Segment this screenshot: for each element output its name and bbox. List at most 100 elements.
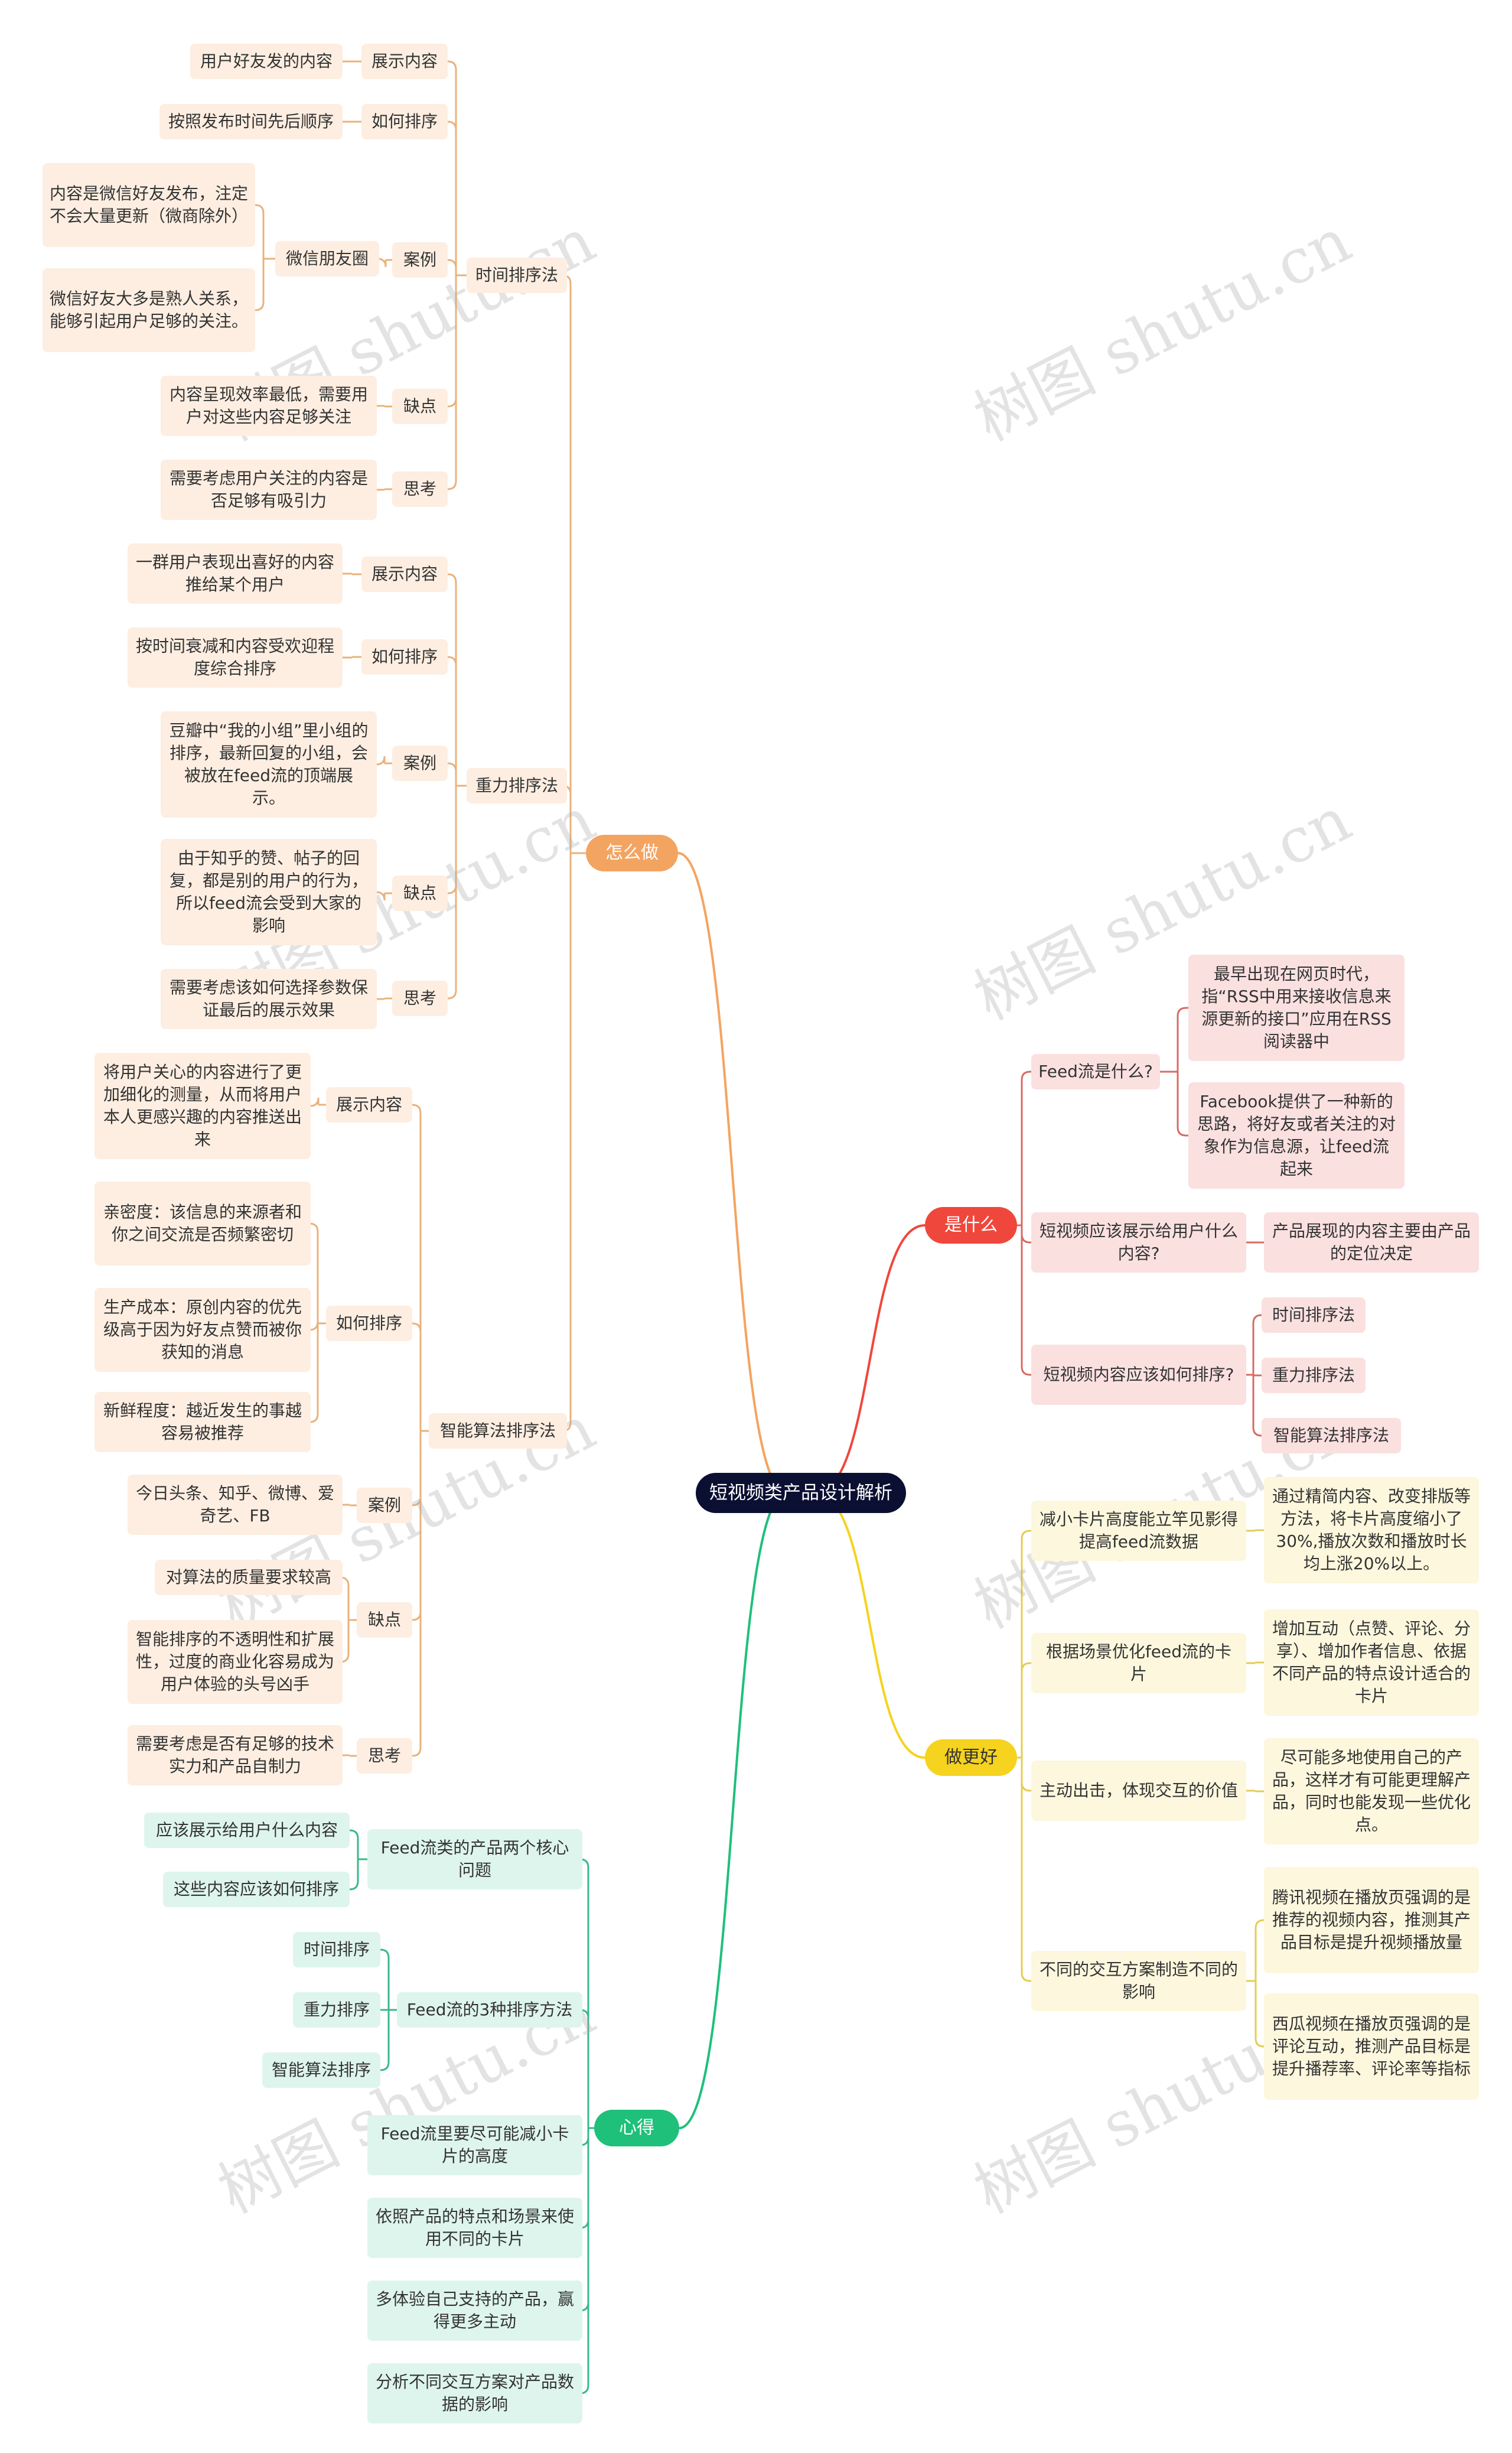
insight-k2-answer3[interactable]: 智能算法排序 (262, 2052, 380, 2088)
connector (376, 756, 386, 766)
gravity-sort-show-text[interactable]: 一群用户表现出喜好的内容推给某个用户 (128, 544, 343, 604)
better-p2-answer[interactable]: 增加互动（点赞、评论、分享）、增加作者信息、依据不同产品的特点设计适合的卡片 (1264, 1609, 1479, 1716)
algo-sort-order-label[interactable]: 如何排序 (326, 1306, 412, 1341)
time-sort-weak-label[interactable]: 缺点 (392, 389, 448, 424)
time-sort-weak-text[interactable]: 内容呈现效率最低，需要用户对这些内容足够关注 (161, 376, 377, 436)
insight-k5[interactable]: 多体验自己支持的产品，赢得更多主动 (367, 2280, 582, 2341)
time-sort-case-sub[interactable]: 微信朋友圈 (275, 241, 379, 276)
algo-sort-order-text3[interactable]: 新鲜程度：越近发生的事越容易被推荐 (94, 1392, 311, 1452)
gravity-sort-show-label[interactable]: 展示内容 (361, 557, 448, 592)
connector (447, 762, 457, 786)
branch-insight[interactable]: 心得 (594, 2110, 679, 2146)
better-p1-answer[interactable]: 通过精简内容、改变排版等方法，将卡片高度缩小了30%,播放次数和播放时长均上涨2… (1264, 1477, 1479, 1583)
what-q1[interactable]: Feed流是什么? (1031, 1054, 1160, 1089)
better-p4[interactable]: 不同的交互方案制造不同的影响 (1031, 1951, 1246, 2011)
gravity-sort-weak-label[interactable]: 缺点 (392, 876, 448, 911)
what-q2-answer[interactable]: 产品展现的内容主要由产品的定位决定 (1264, 1212, 1479, 1273)
connector (380, 2010, 390, 2071)
connector (447, 573, 457, 786)
what-q3-answer3[interactable]: 智能算法排序法 (1262, 1418, 1401, 1453)
connector (447, 656, 457, 786)
insight-k1-answer1[interactable]: 应该展示给用户什么内容 (144, 1813, 350, 1848)
algo-sort-show-text[interactable]: 将用户关心的内容进行了更加细化的测量，从而将用户本人更感兴趣的内容推送出来 (94, 1053, 311, 1159)
algo-sort-weak-label[interactable]: 缺点 (357, 1602, 412, 1638)
algo-sort-think-text[interactable]: 需要考虑是否有足够的技术实力和产品自制力 (128, 1725, 343, 1785)
time-sort-think-label[interactable]: 思考 (392, 471, 448, 507)
insight-k2[interactable]: Feed流的3种排序方法 (397, 1992, 582, 2028)
time-sort-case-label[interactable]: 案例 (392, 242, 448, 278)
what-q3-answer1[interactable]: 时间排序法 (1262, 1297, 1366, 1333)
what-q3[interactable]: 短视频内容应该如何排序? (1031, 1345, 1246, 1405)
insight-k2-answer1[interactable]: 时间排序 (293, 1932, 380, 1967)
better-p1[interactable]: 减小卡片高度能立竿见影得提高feed流数据 (1031, 1501, 1246, 1561)
time-sort-think-text[interactable]: 需要考虑用户关注的内容是否足够有吸引力 (161, 460, 377, 520)
connector (447, 121, 457, 275)
insight-k1-answer2[interactable]: 这些内容应该如何排序 (163, 1872, 350, 1907)
algo-sort-case-text[interactable]: 今日头条、知乎、微博、爱奇艺、FB (128, 1475, 343, 1535)
time-sort-case-text2[interactable]: 微信好友大多是熟人关系，能够引起用户足够的关注。 (43, 268, 255, 352)
connector (1021, 1071, 1031, 1225)
connector (562, 853, 572, 1432)
connector (447, 786, 457, 1000)
connector (412, 1322, 422, 1431)
insight-k4[interactable]: 依照产品的特点和场景来使用不同的卡片 (367, 2198, 582, 2258)
time-sort-show-text[interactable]: 用户好友发的内容 (190, 44, 343, 79)
gravity-sort-think-label[interactable]: 思考 (392, 981, 448, 1016)
connector (1177, 1072, 1188, 1137)
what-q1-answer2[interactable]: Facebook提供了一种新的思路，将好友或者关注的对象作为信息源，让feed流… (1188, 1082, 1405, 1189)
connector (814, 1224, 926, 1494)
connector (447, 60, 457, 275)
algo-sort-weak-text2[interactable]: 智能排序的不透明性和扩展性，过度的商业化容易成为用户体验的头号凶手 (128, 1620, 343, 1704)
connector (1177, 1007, 1188, 1072)
time-sort-order-label[interactable]: 如何排序 (361, 104, 448, 139)
connector (447, 275, 457, 490)
time-sort-show-label[interactable]: 展示内容 (361, 44, 448, 79)
connector (1254, 1919, 1265, 1981)
connector (309, 1321, 319, 1331)
what-q2[interactable]: 短视频应该展示给用户什么内容? (1031, 1212, 1246, 1273)
connector (255, 259, 265, 311)
connector (447, 275, 457, 408)
connector (814, 1492, 926, 1759)
better-p3-answer[interactable]: 尽可能多地使用自己的产品，这样才有可能更理解产品，同时也能发现一些优化点。 (1264, 1738, 1479, 1844)
gravity-sort-case-text[interactable]: 豆瓣中“我的小组”里小组的排序，最新回复的小组，会被放在feed流的顶端展示。 (161, 711, 377, 818)
connector (349, 1829, 359, 1859)
gravity-sort-case-label[interactable]: 案例 (392, 746, 448, 781)
connector (1021, 1662, 1031, 1758)
connector (1021, 1758, 1031, 1792)
gravity-sort-node[interactable]: 重力排序法 (467, 768, 567, 803)
insight-k1[interactable]: Feed流类的产品两个核心问题 (367, 1829, 582, 1889)
insight-k6[interactable]: 分析不同交互方案对产品数据的影响 (367, 2363, 582, 2423)
gravity-sort-order-text[interactable]: 按时间衰减和内容受欢迎程度综合排序 (128, 627, 343, 688)
branch-better[interactable]: 做更好 (925, 1739, 1017, 1776)
algo-sort-order-text1[interactable]: 亲密度：该信息的来源者和你之间交流是否频繁密切 (94, 1182, 311, 1265)
gravity-sort-think-text[interactable]: 需要考虑该如何选择参数保证最后的展示效果 (161, 969, 377, 1029)
better-p4-answer1[interactable]: 腾讯视频在播放页强调的是推荐的视频内容，推测其产品目标是提升视频播放量 (1264, 1867, 1479, 1973)
algo-sort-show-label[interactable]: 展示内容 (326, 1087, 412, 1123)
time-sort-node[interactable]: 时间排序法 (467, 258, 567, 293)
what-q3-answer2[interactable]: 重力排序法 (1262, 1358, 1366, 1393)
insight-k2-answer2[interactable]: 重力排序 (293, 1992, 380, 2028)
gravity-sort-order-label[interactable]: 如何排序 (361, 639, 448, 675)
what-q1-answer1[interactable]: 最早出现在网页时代，指“RSS中用来接收信息来源更新的接口”应用在RSS阅读器中 (1188, 955, 1405, 1061)
connector (677, 852, 787, 1494)
algo-sort-weak-text1[interactable]: 对算法的质量要求较高 (155, 1560, 343, 1595)
algo-sort-case-label[interactable]: 案例 (357, 1488, 412, 1523)
insight-k3[interactable]: Feed流里要尽可能减小卡片的高度 (367, 2115, 582, 2175)
time-sort-case-text1[interactable]: 内容是微信好友发布，注定不会大量更新（微商除外） (43, 163, 255, 247)
connector (562, 274, 572, 853)
algo-sort-think-label[interactable]: 思考 (357, 1738, 412, 1774)
root-topic[interactable]: 短视频类产品设计解析 (696, 1473, 906, 1513)
better-p4-answer2[interactable]: 西瓜视频在播放页强调的是评论互动，推测产品目标是提升播荐率、评论率等指标 (1264, 1993, 1479, 2100)
branch-what[interactable]: 是什么 (925, 1207, 1017, 1244)
algo-sort-order-text2[interactable]: 生产成本：原创内容的优先级高于因为好友点赞而被你获知的消息 (94, 1288, 311, 1372)
better-p3[interactable]: 主动出击，体现交互的价值 (1031, 1761, 1246, 1821)
branch-how[interactable]: 怎么做 (586, 835, 678, 871)
algo-sort-node[interactable]: 智能算法排序法 (429, 1413, 567, 1449)
connector (447, 786, 457, 894)
time-sort-order-text[interactable]: 按照发布时间先后顺序 (159, 104, 343, 139)
better-p2[interactable]: 根据场景优化feed流的卡片 (1031, 1633, 1246, 1693)
gravity-sort-weak-text[interactable]: 由于知乎的赞、帖子的回复，都是别的用户的行为，所以feed流会受到大家的影响 (161, 839, 377, 945)
connector (579, 2009, 589, 2128)
